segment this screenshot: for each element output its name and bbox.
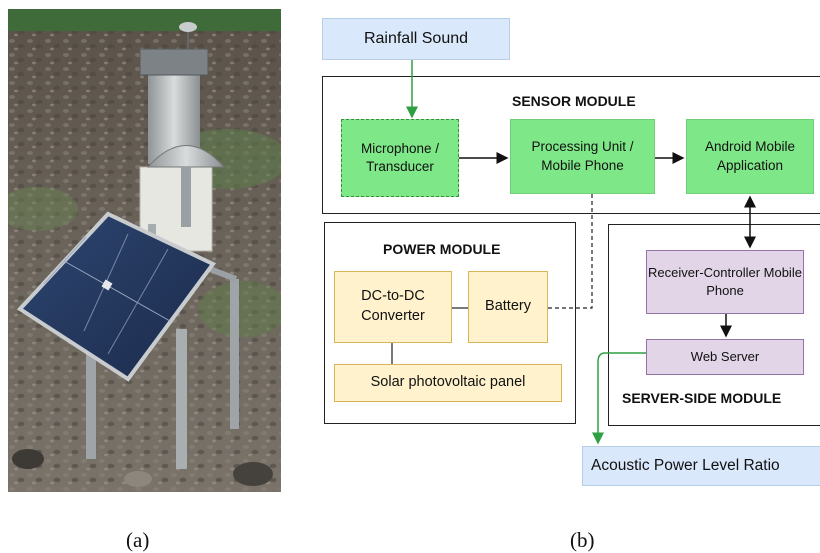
web-server-box: Web Server [646,339,804,375]
dc-converter-box: DC-to-DC Converter [334,271,452,343]
battery-box: Battery [468,271,548,343]
output-box: Acoustic Power Level Ratio [582,446,820,486]
server-side-module [608,224,820,426]
battery-to-processing-dashed-line [548,194,593,309]
power-module [324,222,576,424]
server-side-module-title: SERVER-SIDE MODULE [622,390,782,406]
station-photo-illustration [8,9,281,492]
power-module-title: POWER MODULE [383,241,501,257]
station-photo [8,9,281,492]
sensor-module-title: SENSOR MODULE [512,93,636,109]
webserver-to-output-arrow [592,352,646,445]
solar-panel-box: Solar photovoltaic panel [334,364,562,402]
android-app-box: Android Mobile Application [686,119,814,194]
processing-unit-box: Processing Unit / Mobile Phone [510,119,655,194]
rainfall-sound-box: Rainfall Sound [322,18,510,60]
sensor-module [322,76,820,214]
caption-a: (a) [126,528,150,552]
microphone-box: Microphone / Transducer [341,119,459,197]
receiver-controller-box: Receiver-Controller Mobile Phone [646,250,804,314]
